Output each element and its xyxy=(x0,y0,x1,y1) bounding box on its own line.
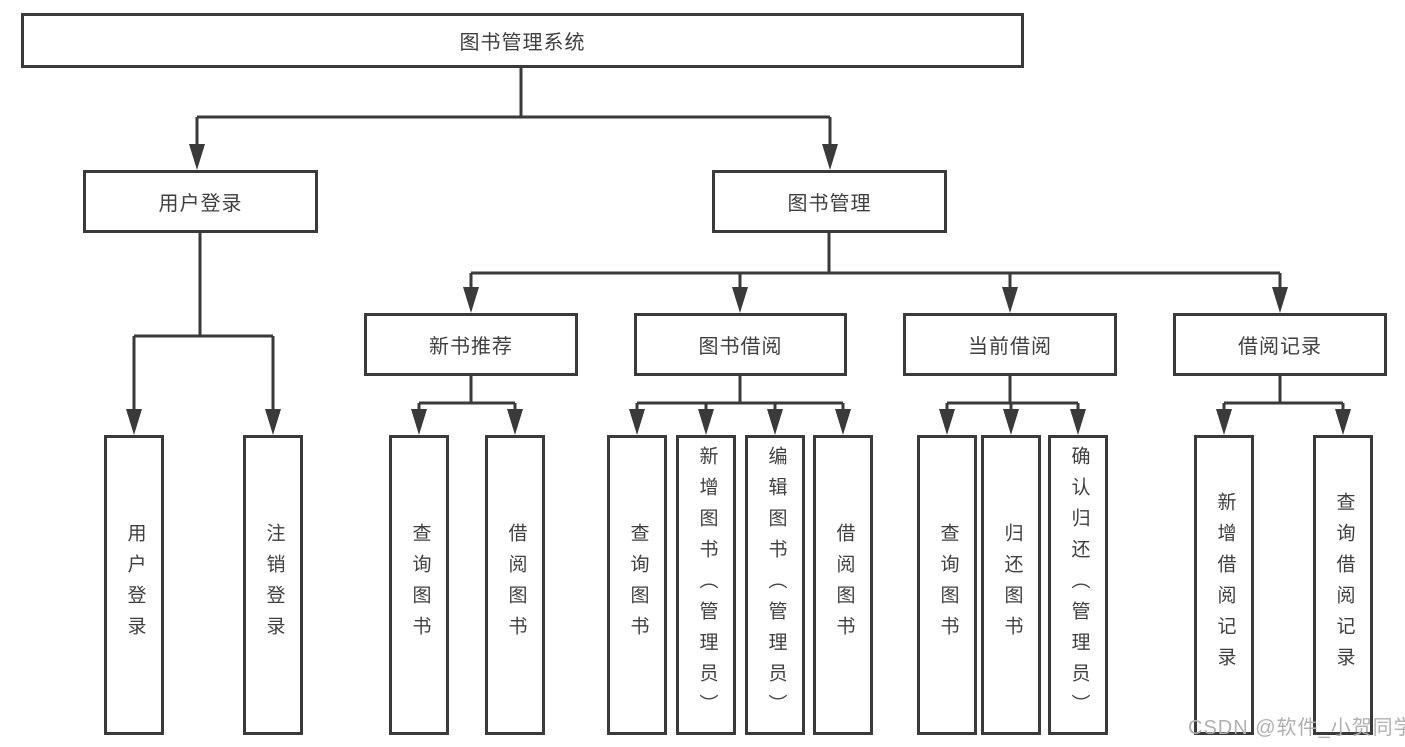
leaf-user-login-label: 用户登录 xyxy=(124,523,146,647)
leaf-add-borrow-record-label: 新增借阅记录 xyxy=(1214,492,1236,678)
leaf-add-books-admin-label: 新增图书（管理员） xyxy=(696,445,718,725)
leaf-return-books-label: 归还图书 xyxy=(1001,523,1023,647)
leaf-borrow-books-recommend-label: 借阅图书 xyxy=(505,523,527,647)
leaf-query-borrow-record-label: 查询借阅记录 xyxy=(1333,492,1355,678)
leaf-query-books-borrow: 查询图书 xyxy=(607,435,667,735)
node-root: 图书管理系统 xyxy=(21,13,1024,68)
leaf-confirm-return-admin: 确认归还（管理员） xyxy=(1048,435,1108,735)
node-book-management-label: 图书管理 xyxy=(787,193,872,215)
leaf-borrow-books-label: 借阅图书 xyxy=(833,523,855,647)
leaf-user-login: 用户登录 xyxy=(104,435,164,735)
leaf-query-books-recommend-label: 查询图书 xyxy=(409,523,431,647)
leaf-confirm-return-admin-label: 确认归还（管理员） xyxy=(1068,445,1090,725)
node-book-management: 图书管理 xyxy=(712,170,947,233)
leaf-logout-login: 注销登录 xyxy=(243,435,303,735)
leaf-query-books-current: 查询图书 xyxy=(917,435,977,735)
leaf-add-books-admin: 新增图书（管理员） xyxy=(676,435,736,735)
leaf-edit-books-admin-label: 编辑图书（管理员） xyxy=(765,445,787,725)
node-user-login-label: 用户登录 xyxy=(158,193,243,215)
watermark: CSDN @软件_小贺同学 xyxy=(1188,717,1405,739)
leaf-edit-books-admin: 编辑图书（管理员） xyxy=(745,435,805,735)
node-borrow-records: 借阅记录 xyxy=(1173,313,1387,376)
node-new-book-recommend: 新书推荐 xyxy=(364,313,578,376)
node-book-borrow-label: 图书借阅 xyxy=(698,336,783,358)
node-current-borrow: 当前借阅 xyxy=(903,313,1117,376)
node-new-book-recommend-label: 新书推荐 xyxy=(429,336,513,358)
leaf-query-borrow-record: 查询借阅记录 xyxy=(1313,435,1373,735)
leaf-return-books: 归还图书 xyxy=(981,435,1041,735)
leaf-query-books-current-label: 查询图书 xyxy=(937,523,959,647)
leaf-borrow-books: 借阅图书 xyxy=(813,435,873,735)
node-root-label: 图书管理系统 xyxy=(459,32,586,54)
node-borrow-records-label: 借阅记录 xyxy=(1238,336,1322,358)
node-current-borrow-label: 当前借阅 xyxy=(968,336,1052,358)
leaf-add-borrow-record: 新增借阅记录 xyxy=(1194,435,1254,735)
node-book-borrow: 图书借阅 xyxy=(634,313,847,376)
leaf-borrow-books-recommend: 借阅图书 xyxy=(485,435,545,735)
node-user-login: 用户登录 xyxy=(83,170,318,233)
leaf-logout-login-label: 注销登录 xyxy=(263,523,285,647)
leaf-query-books-borrow-label: 查询图书 xyxy=(627,523,649,647)
leaf-query-books-recommend: 查询图书 xyxy=(389,435,449,735)
